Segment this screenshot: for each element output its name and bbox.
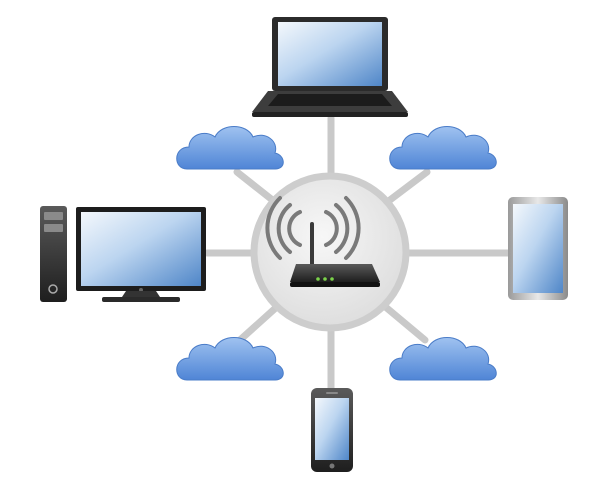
cloud-top-right-icon bbox=[389, 126, 497, 170]
cloud-top-left-icon bbox=[176, 126, 284, 170]
router-light bbox=[316, 277, 320, 281]
router-icon bbox=[290, 222, 380, 287]
connector-cloud-bottom-right bbox=[378, 300, 429, 344]
tablet-screen bbox=[513, 204, 563, 293]
connector-cloud-bottom-left bbox=[236, 300, 284, 344]
smartphone-screen bbox=[315, 398, 349, 460]
laptop-icon bbox=[252, 17, 408, 117]
cloud-bottom-right-icon bbox=[389, 337, 497, 381]
cloud-bottom-left-icon bbox=[176, 337, 284, 381]
connectors bbox=[203, 114, 512, 392]
hub-circle bbox=[250, 172, 410, 332]
router-light bbox=[323, 277, 327, 281]
router-hub bbox=[250, 172, 410, 332]
laptop-screen bbox=[278, 22, 382, 86]
router-light bbox=[330, 277, 334, 281]
smartphone-icon bbox=[311, 388, 353, 472]
tablet-icon bbox=[508, 197, 568, 300]
monitor-screen bbox=[81, 212, 201, 286]
desktop-computer-icon bbox=[40, 206, 206, 302]
wifi-waves-icon bbox=[265, 196, 361, 260]
computer-tower bbox=[40, 206, 67, 302]
